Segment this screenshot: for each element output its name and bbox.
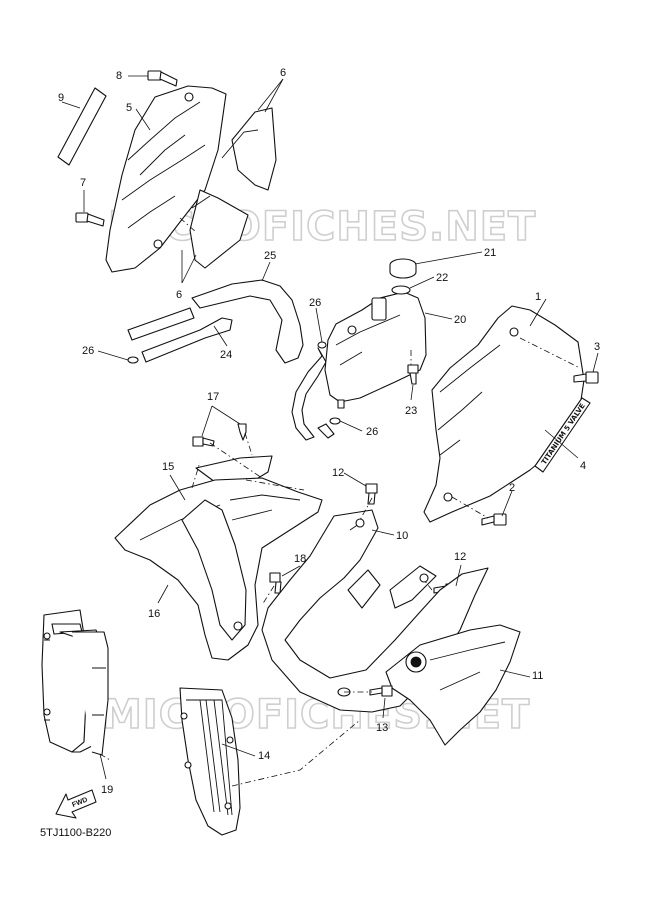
callout-23: 23 <box>405 405 417 417</box>
callout-11: 11 <box>532 670 543 682</box>
part-24-breather-tube <box>127 307 233 363</box>
part-21-tank-cap <box>389 258 417 279</box>
part-5-side-cover <box>105 85 227 273</box>
callout-3: 3 <box>594 341 600 353</box>
callout-5: 5 <box>126 102 132 114</box>
callout-14: 14 <box>258 750 270 762</box>
callout-12-a: 12 <box>332 467 344 479</box>
callout-2: 2 <box>509 482 515 494</box>
part-8-bolt <box>147 70 178 87</box>
part-26-clip-a <box>127 356 139 364</box>
callout-19: 19 <box>101 784 113 796</box>
overflow-tube <box>291 347 335 441</box>
part-12-bolt-a <box>365 483 378 505</box>
callout-17: 17 <box>207 391 219 403</box>
callout-7: 7 <box>80 177 86 189</box>
part-1-side-cover <box>423 305 585 523</box>
part-26-clip-c <box>329 417 341 425</box>
part-3-bolt <box>573 371 599 384</box>
callout-26-a: 26 <box>82 345 94 357</box>
part-17-bolt <box>192 423 247 447</box>
callout-24: 24 <box>220 349 232 361</box>
part-22-gasket <box>391 285 411 295</box>
part-20-reservoir-tank <box>324 291 427 409</box>
callout-22: 22 <box>436 272 448 284</box>
assembly-lines <box>99 217 581 787</box>
part-9-decal-strip <box>57 87 107 166</box>
callout-4: 4 <box>580 460 586 472</box>
leader-lines <box>61 75 599 780</box>
part-19-radiator-louver <box>41 609 109 756</box>
callout-15: 15 <box>162 461 174 473</box>
callout-6-upper: 6 <box>280 67 286 79</box>
callout-1: 1 <box>535 291 541 303</box>
callout-26-c: 26 <box>366 426 378 438</box>
callout-13: 13 <box>376 722 388 734</box>
part-16-radiator-shroud <box>114 477 323 661</box>
part-2-bolt <box>481 513 507 526</box>
fwd-arrow-icon: FWD <box>55 789 97 819</box>
callout-6-lower: 6 <box>176 289 182 301</box>
part-14-radiator-louver <box>179 687 241 836</box>
callout-21: 21 <box>484 247 496 259</box>
part-6-lower-pad <box>189 189 249 269</box>
part-11-shroud-decal <box>385 624 521 746</box>
part-6-upper-pad <box>221 107 277 191</box>
part-23-bolt <box>407 364 419 385</box>
callout-18: 18 <box>294 553 306 565</box>
callout-8: 8 <box>116 70 122 82</box>
part-26-clip-b <box>317 341 327 349</box>
part-25-breather-tube <box>191 279 304 364</box>
callout-12-b: 12 <box>454 551 466 563</box>
callout-20: 20 <box>454 314 466 326</box>
part-7-bolt <box>75 212 105 227</box>
callout-16: 16 <box>148 608 160 620</box>
callout-26-b: 26 <box>309 297 321 309</box>
diagram-code: 5TJ1100-B220 <box>40 827 112 839</box>
callout-25: 25 <box>264 250 276 262</box>
callout-10: 10 <box>396 530 408 542</box>
callout-numbers: 1 2 3 4 5 6 6 7 8 9 10 11 12 12 13 14 15… <box>58 67 600 796</box>
callout-9: 9 <box>58 92 64 104</box>
